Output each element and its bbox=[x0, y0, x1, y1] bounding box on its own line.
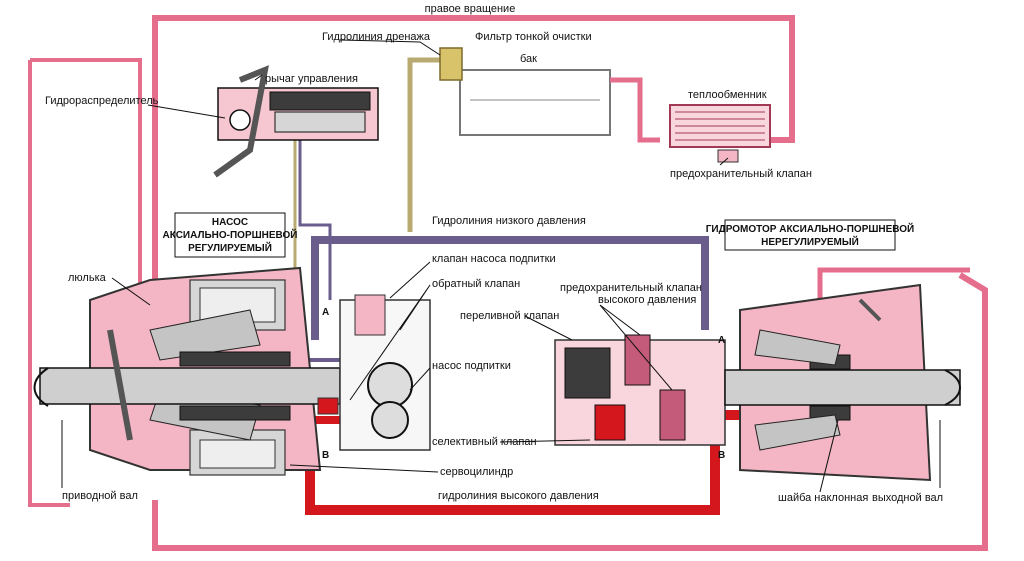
distributor-label: Гидрораспределитель bbox=[45, 95, 159, 107]
tank bbox=[459, 69, 611, 136]
hp-safety-valve-icon bbox=[624, 334, 651, 386]
check-valve-icon bbox=[317, 397, 339, 415]
port-b-pump-label: B bbox=[322, 450, 329, 461]
pointer-lines bbox=[61, 39, 941, 493]
charge-pump-block bbox=[317, 294, 431, 451]
charge-valve-icon bbox=[354, 294, 386, 336]
cradle-label: люлька bbox=[68, 272, 107, 284]
low-pressure-line-label: Гидролиния низкого давления bbox=[432, 215, 586, 227]
pump-title-line-1: НАСОС bbox=[212, 217, 248, 228]
motor-body bbox=[724, 283, 961, 482]
distributor-block bbox=[213, 65, 379, 178]
hp-safety-valve-label-2: высокого давления bbox=[598, 294, 696, 306]
pump-body bbox=[33, 266, 341, 476]
pump-title-line-3: РЕГУЛИРУЕМЫЙ bbox=[188, 241, 272, 254]
drive-shaft-icon bbox=[39, 367, 341, 405]
port-a-pump-label: A bbox=[322, 307, 329, 318]
servo-cylinder-label: сервоцилиндр bbox=[440, 466, 513, 478]
port-b-motor-label: B bbox=[718, 450, 725, 461]
charge-pump-valve-label: клапан насоса подпитки bbox=[432, 253, 556, 265]
output-shaft-icon bbox=[724, 369, 961, 406]
drive-shaft-label: приводной вал bbox=[62, 490, 138, 502]
charge-pump-gear-2-icon bbox=[371, 401, 409, 439]
motor-title-box: ГИДРОМОТОР АКСИАЛЬНО-ПОРШНЕВОЙ НЕРЕГУЛИР… bbox=[706, 219, 915, 251]
pump-title-line-2: АКСИАЛЬНО-ПОРШНЕВОЙ bbox=[163, 228, 298, 241]
return-loop bbox=[28, 15, 988, 551]
fine-filter bbox=[439, 47, 463, 81]
pump-title-box: НАСОС АКСИАЛЬНО-ПОРШНЕВОЙ РЕГУЛИРУЕМЫЙ bbox=[163, 212, 298, 258]
safety-valve-label: предохранительный клапан bbox=[670, 168, 812, 180]
tank-label: бак bbox=[520, 53, 537, 65]
overflow-valve-icon bbox=[564, 347, 611, 399]
overflow-valve-label: переливной клапан bbox=[460, 310, 559, 322]
control-lever-label: рычаг управления bbox=[265, 73, 358, 85]
selective-valve-label: селективный клапан bbox=[432, 436, 537, 448]
hp-safety-valve-label-1: предохранительный клапан bbox=[560, 282, 702, 294]
check-valve-label: обратный клапан bbox=[432, 278, 520, 290]
heat-exchanger-label: теплообменник bbox=[688, 89, 767, 101]
high-pressure-line-label: гидролиния высокого давления bbox=[438, 490, 599, 502]
selective-valve-icon bbox=[594, 404, 626, 441]
safety-valve-icon bbox=[717, 149, 739, 163]
motor-title-line-2: НЕРЕГУЛИРУЕМЫЙ bbox=[761, 235, 859, 248]
swash-plate-label: шайба наклонная bbox=[778, 492, 868, 504]
drain-line-label: Гидролиния дренажа bbox=[322, 31, 431, 43]
fine-filter-label: Фильтр тонкой очистки bbox=[475, 31, 592, 43]
heat-exchanger bbox=[669, 104, 771, 163]
valve-block bbox=[554, 334, 726, 446]
output-shaft-label: выходной вал bbox=[872, 492, 943, 504]
tank-assembly bbox=[439, 47, 660, 143]
control-lever-icon bbox=[213, 65, 269, 178]
motor-title-line-1: ГИДРОМОТОР АКСИАЛЬНО-ПОРШНЕВОЙ bbox=[706, 222, 915, 235]
right-rotation-label: правое вращение bbox=[425, 3, 516, 15]
port-a-motor-label: A bbox=[718, 335, 725, 346]
charge-pump-gear-icon bbox=[367, 362, 413, 408]
charge-pump-label: насос подпитки bbox=[432, 360, 511, 372]
